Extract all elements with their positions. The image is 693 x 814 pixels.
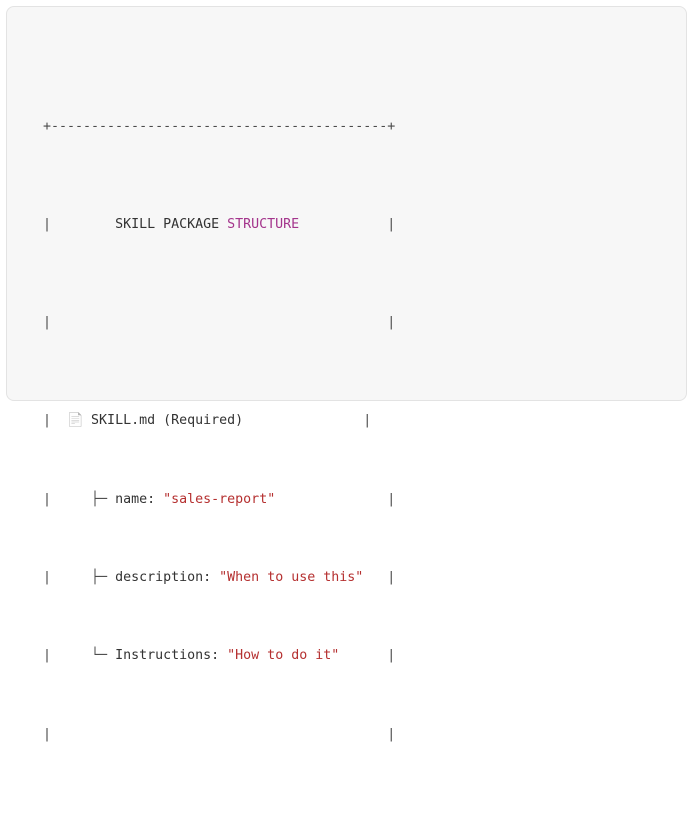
border-left-glyph: |	[43, 217, 52, 233]
tree-key: Instructions:	[115, 648, 228, 664]
border-right-glyph: |	[387, 726, 396, 742]
border-right-glyph: |	[387, 570, 396, 586]
border-right-glyph: |	[387, 217, 396, 233]
tree-branch-glyph: ├─	[91, 491, 108, 507]
tree-branch-glyph: ├─	[91, 570, 108, 586]
tree-row: | └─ Instructions: "How to do it" |	[43, 646, 395, 666]
border-left-glyph: |	[43, 570, 52, 586]
border-left-glyph: |	[43, 413, 52, 429]
section-qualifier: (Required)	[163, 413, 244, 429]
tree-branch-glyph: └─	[91, 648, 108, 664]
border-left-glyph: |	[43, 648, 52, 664]
tree-row: | ├─ name: "sales-report" |	[43, 490, 395, 510]
tree-value: "sales-report"	[163, 491, 276, 507]
page-title-accent: STRUCTURE	[227, 217, 300, 233]
diagram-card: +---------------------------------------…	[6, 6, 687, 742]
spacer-row: | |	[43, 313, 395, 333]
tree-value: "How to do it"	[227, 648, 340, 664]
box-top-border: +---------------------------------------…	[43, 119, 396, 135]
page-icon: 📄	[67, 413, 84, 429]
title-row: | SKILL PACKAGE STRUCTURE |	[43, 215, 395, 235]
tree-key: description:	[115, 570, 220, 586]
border-right-glyph: |	[363, 413, 372, 429]
ascii-structure-diagram: +---------------------------------------…	[43, 39, 395, 814]
tree-row: | ├─ description: "When to use this" |	[43, 568, 395, 588]
spacer-row: | |	[43, 725, 395, 745]
tree-value: "When to use this"	[219, 570, 364, 586]
tree-key: name:	[115, 491, 164, 507]
border-left-glyph: |	[43, 315, 52, 331]
section-name[interactable]: SKILL.md	[91, 413, 156, 429]
page-title-primary: SKILL PACKAGE	[115, 217, 228, 233]
border-left-glyph: |	[43, 491, 52, 507]
border-right-glyph: |	[387, 648, 396, 664]
border-right-glyph: |	[387, 491, 396, 507]
border-left-glyph: |	[43, 726, 52, 742]
border-right-glyph: |	[387, 315, 396, 331]
section-header-row: | 📄 SKILL.md (Required) |	[43, 411, 395, 431]
